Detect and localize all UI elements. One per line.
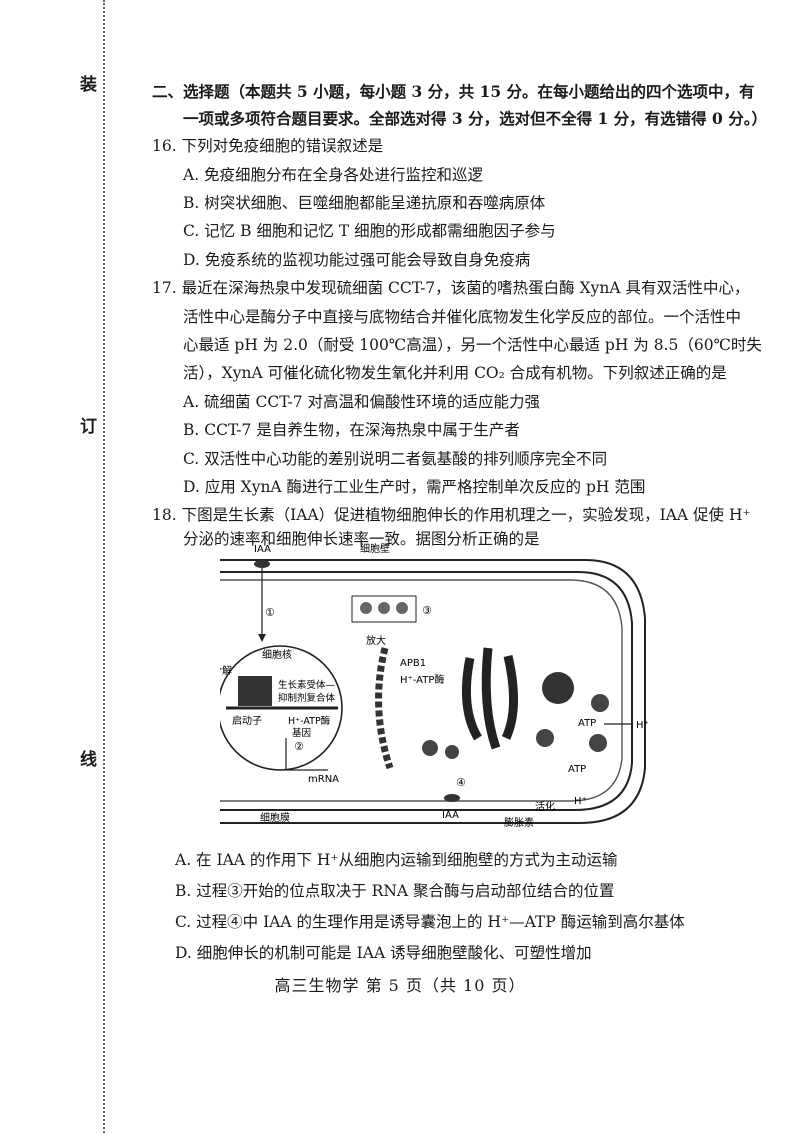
q17-option-c: C. 双活性中心功能的差别说明二者氨基酸的排列顺序完全不同	[183, 450, 608, 468]
binding-char-ding: 订	[80, 417, 97, 437]
q16-option-a: A. 免疫细胞分布在全身各处进行监控和巡逻	[183, 166, 484, 184]
binding-char-zhuang: 装	[80, 75, 97, 95]
q17-stem-line3: 心最适 pH 为 2.0（耐受 100℃高温），另一个活性中心最适 pH 为 8…	[183, 336, 762, 354]
q18-option-b: B. 过程③开始的位点取决于 RNA 聚合酶与启动部位结合的位置	[175, 882, 615, 900]
hplus-label-1: H⁺	[636, 720, 649, 731]
q18-option-a: A. 在 IAA 的作用下 H⁺从细胞内运输到细胞壁的方式为主动运输	[175, 851, 618, 869]
receptor-complex-shape	[238, 676, 272, 706]
q17-stem-line4: 活），XynA 可催化硫化物发生氧化并利用 CO₂ 合成有机物。下列叙述正确的是	[183, 364, 727, 382]
q17-option-d: D. 应用 XynA 酶进行工业生产时，需严格控制单次反应的 pH 范围	[183, 478, 646, 496]
cell-membrane	[220, 579, 623, 802]
golgi-1	[461, 657, 482, 741]
expansin-label: 膨胀素	[504, 816, 534, 828]
atpase-label: H⁺-ATP酶	[400, 673, 444, 686]
arrow-step1-head	[258, 634, 266, 642]
step2-label: ②	[294, 740, 304, 753]
binding-char-xian: 线	[80, 750, 97, 770]
q18-stem-line1: 18. 下图是生长素（IAA）促进植物细胞伸长的作用机理之一，实验发现，IAA …	[152, 506, 751, 524]
q16-option-d: D. 免疫系统的监视功能过强可能会导致自身免疫病	[183, 251, 531, 269]
step3-label: ③	[422, 604, 432, 617]
golgi-2	[481, 647, 501, 750]
cell-wall-label: 细胞壁	[360, 542, 390, 555]
nucleus	[220, 645, 343, 771]
section-instruction-line1: 二、选择题（本题共 5 小题，每小题 3 分，共 15 分。在每小题给出的四个选…	[152, 82, 755, 101]
q16-option-c: C. 记忆 B 细胞和记忆 T 细胞的形成都需细胞因子参与	[183, 222, 556, 240]
ribosome-3	[396, 602, 408, 614]
cell-wall-outer	[220, 559, 646, 824]
q16-option-b: B. 树突状细胞、巨噬细胞都能呈递抗原和吞噬病原体	[183, 194, 546, 212]
nucleus-label: 细胞核	[262, 648, 292, 661]
atp-label-1: ATP	[578, 718, 596, 729]
arrow-step2	[285, 738, 328, 771]
gene-label-line2: 基因	[292, 727, 311, 739]
amplify-label: 放大	[366, 634, 386, 647]
gene-label-line1: H⁺-ATP酶	[288, 715, 331, 727]
q17-stem-line1: 17. 最近在深海热泉中发现硫细菌 CCT-7，该菌的嗜热蛋白酶 XynA 具有…	[152, 279, 750, 297]
endoplasmic-reticulum	[375, 647, 394, 770]
section-instruction-line2: 一项或多项符合题目要求。全部选对得 3 分，选对但不全得 1 分，有选错得 0 …	[183, 109, 767, 128]
atp-label-2: ATP	[568, 764, 586, 775]
vesicle-5	[536, 729, 554, 747]
vesicle-2	[445, 745, 459, 759]
magnified-box	[351, 595, 417, 623]
vesicle-1	[422, 740, 438, 756]
activate-label: 活化	[535, 800, 555, 813]
q16-stem: 16. 下列对免疫细胞的错误叙述是	[152, 137, 384, 155]
iaa-receptor-top	[254, 560, 270, 568]
q18-option-c: C. 过程④中 IAA 的生理作用是诱导囊泡上的 H⁺—ATP 酶运输到高尔基体	[175, 913, 685, 931]
iaa-receptor-bottom	[444, 794, 460, 802]
q18-option-d: D. 细胞伸长的机制可能是 IAA 诱导细胞壁酸化、可塑性增加	[175, 944, 592, 962]
q18-stem-line2: 分泌的速率和细胞伸长速率一致。据图分析正确的是	[183, 530, 540, 548]
q17-stem-line2: 活性中心是酶分子中直接与底物结合并催化底物发生化学反应的部位。一个活性中	[183, 308, 742, 326]
promoter-label: 启动子	[232, 714, 262, 727]
vesicle-4	[589, 734, 607, 752]
iaa-bottom-label: IAA	[442, 810, 459, 821]
golgi-3	[501, 654, 518, 740]
receptor-label-line1: 生长素受体—	[278, 679, 336, 691]
ribosome-2	[378, 602, 390, 614]
apb1-label: APB1	[400, 658, 426, 669]
iaa-mechanism-diagram: IAA 细胞壁 ① 细胞核 分解 生长素受体— 抑制剂复合体 启动子 H⁺-AT…	[220, 542, 649, 828]
binding-line	[103, 0, 107, 1133]
q17-option-a: A. 硫细菌 CCT-7 对高温和偏酸性环境的适应能力强	[183, 393, 541, 411]
iaa-top-label: IAA	[254, 544, 271, 555]
step4-label: ④	[456, 776, 466, 789]
mrna-label: mRNA	[308, 774, 339, 785]
membrane-label: 细胞膜	[260, 811, 290, 824]
receptor-label-line2: 抑制剂复合体	[278, 692, 336, 704]
large-vesicle	[542, 672, 574, 704]
page-footer: 高三生物学 第 5 页（共 10 页）	[274, 976, 526, 995]
cell-wall-inner	[220, 571, 633, 811]
step1-label: ①	[265, 606, 275, 619]
q17-option-b: B. CCT-7 是自养生物，在深海热泉中属于生产者	[183, 421, 520, 439]
ribosome-1	[360, 602, 372, 614]
decompose-label: 分解	[220, 664, 232, 677]
vesicle-3	[591, 694, 609, 712]
hplus-label-2: H⁺	[574, 796, 587, 807]
